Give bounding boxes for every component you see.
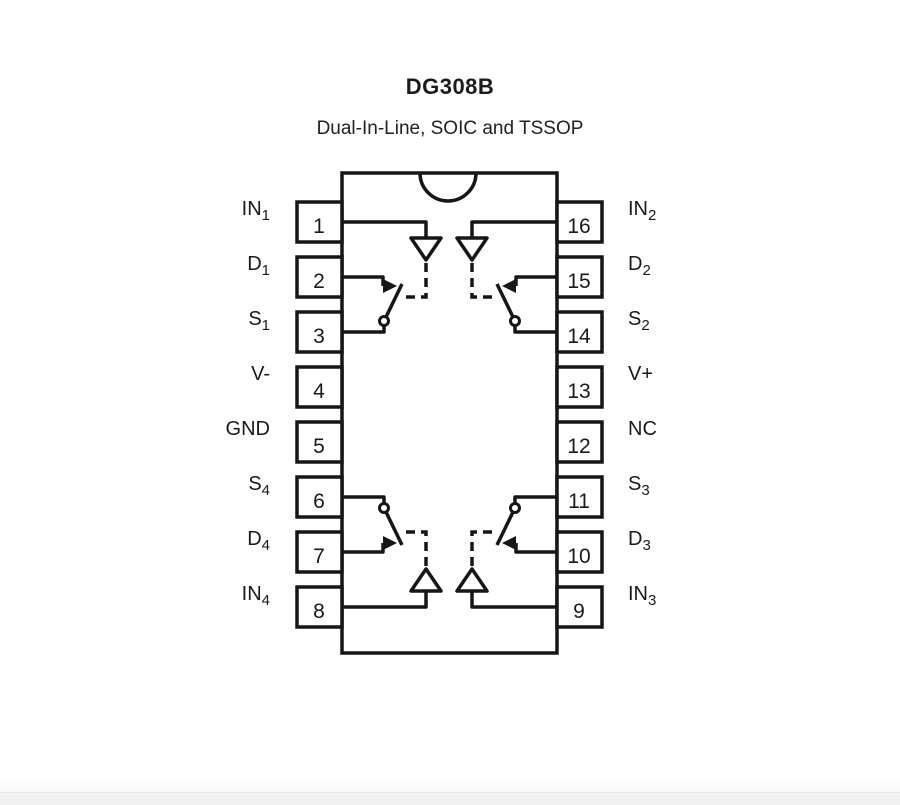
bottom-edge-strip bbox=[0, 792, 900, 805]
pin-number-11: 11 bbox=[568, 490, 590, 513]
control-dash-sw1 bbox=[403, 263, 428, 299]
pin-box-6 bbox=[295, 475, 344, 519]
driver-triangle-sw3 bbox=[455, 567, 489, 593]
pin-number-16: 16 bbox=[567, 215, 590, 238]
pin-box-15 bbox=[555, 255, 604, 299]
pin-label-2: D1 bbox=[247, 253, 270, 279]
pin-box-12 bbox=[555, 420, 604, 464]
pin-box-5 bbox=[295, 420, 344, 464]
pin-label-12: NC bbox=[628, 418, 657, 440]
pin-box-2 bbox=[295, 255, 344, 299]
pin-number-6: 6 bbox=[313, 490, 325, 513]
switch-contact-sw1 bbox=[378, 315, 390, 327]
control-dash-sw4 bbox=[403, 530, 428, 566]
control-dash-sw2 bbox=[470, 263, 495, 299]
pin-number-13: 13 bbox=[567, 380, 590, 403]
control-dash-sw3 bbox=[470, 530, 495, 566]
switch-arrowhead-sw2 bbox=[502, 279, 516, 293]
switch-lever-sw2 bbox=[495, 283, 515, 318]
pin-box-10 bbox=[555, 530, 604, 574]
pin-number-2: 2 bbox=[313, 270, 325, 293]
pin-label-6: S4 bbox=[248, 473, 270, 499]
pin-number-14: 14 bbox=[567, 325, 591, 348]
pin-number-10: 10 bbox=[567, 545, 590, 568]
pin-label-7: D4 bbox=[247, 528, 270, 554]
pin-label-13: V+ bbox=[628, 363, 653, 385]
pin-number-4: 4 bbox=[313, 380, 325, 403]
trace-pin8-to-driver bbox=[342, 591, 428, 609]
switch-arrowhead-sw3 bbox=[502, 536, 516, 550]
pin-label-14: S2 bbox=[628, 308, 650, 334]
driver-triangle-sw2 bbox=[455, 236, 489, 262]
driver-triangle-sw4 bbox=[409, 567, 443, 593]
trace-pin1-to-driver bbox=[342, 220, 428, 238]
pin-label-4: V- bbox=[251, 363, 270, 385]
trace-pin11-to-contact bbox=[513, 495, 557, 503]
pin-label-10: D3 bbox=[628, 528, 651, 554]
pin-label-11: S3 bbox=[628, 473, 650, 499]
pin-number-1: 1 bbox=[313, 215, 325, 238]
switch-lever-sw1 bbox=[384, 283, 404, 318]
chip-body-outline bbox=[340, 171, 559, 655]
figure-title: DG308B bbox=[405, 74, 495, 99]
switch-lever-sw3 bbox=[495, 511, 515, 546]
pin-label-3: S1 bbox=[248, 308, 270, 334]
switch-arrowhead-sw4 bbox=[383, 536, 397, 550]
bottom-edge-fade bbox=[0, 777, 900, 793]
pin-number-9: 9 bbox=[573, 600, 585, 623]
pin-box-1 bbox=[295, 200, 344, 244]
pin-label-16: IN2 bbox=[628, 198, 656, 224]
trace-pin6-to-contact bbox=[342, 495, 386, 503]
pin-number-12: 12 bbox=[567, 435, 590, 458]
pin1-notch bbox=[418, 172, 478, 203]
pin-box-9 bbox=[555, 585, 604, 629]
pin-box-16 bbox=[555, 200, 604, 244]
switch-arrowhead-sw1 bbox=[383, 279, 397, 293]
pin-box-3 bbox=[295, 310, 344, 354]
pin-box-14 bbox=[555, 310, 604, 354]
trace-pin3-to-contact bbox=[342, 326, 386, 334]
pin-number-15: 15 bbox=[567, 270, 590, 293]
pin-box-13 bbox=[555, 365, 604, 409]
switch-contact-sw2 bbox=[509, 315, 521, 327]
trace-pin16-to-driver bbox=[470, 220, 557, 238]
pin-label-1: IN1 bbox=[242, 198, 270, 224]
pin-label-15: D2 bbox=[628, 253, 651, 279]
pin-box-4 bbox=[295, 365, 344, 409]
pin-box-11 bbox=[555, 475, 604, 519]
switch-lever-sw4 bbox=[384, 511, 404, 546]
pin-number-8: 8 bbox=[313, 600, 325, 623]
driver-triangle-sw1 bbox=[409, 236, 443, 262]
pin-number-7: 7 bbox=[313, 545, 325, 568]
pin-box-8 bbox=[295, 585, 344, 629]
pin-label-9: IN3 bbox=[628, 583, 656, 609]
figure-subtitle: Dual-In-Line, SOIC and TSSOP bbox=[316, 118, 584, 139]
trace-pin9-to-driver bbox=[470, 591, 557, 609]
pin-number-3: 3 bbox=[313, 325, 325, 348]
switch-contact-sw4 bbox=[378, 502, 390, 514]
pin-number-5: 5 bbox=[313, 435, 325, 458]
trace-pin14-to-contact bbox=[513, 326, 557, 334]
switch-contact-sw3 bbox=[509, 502, 521, 514]
pin-label-5: GND bbox=[226, 418, 270, 440]
pin-box-7 bbox=[295, 530, 344, 574]
pin-label-8: IN4 bbox=[242, 583, 270, 609]
